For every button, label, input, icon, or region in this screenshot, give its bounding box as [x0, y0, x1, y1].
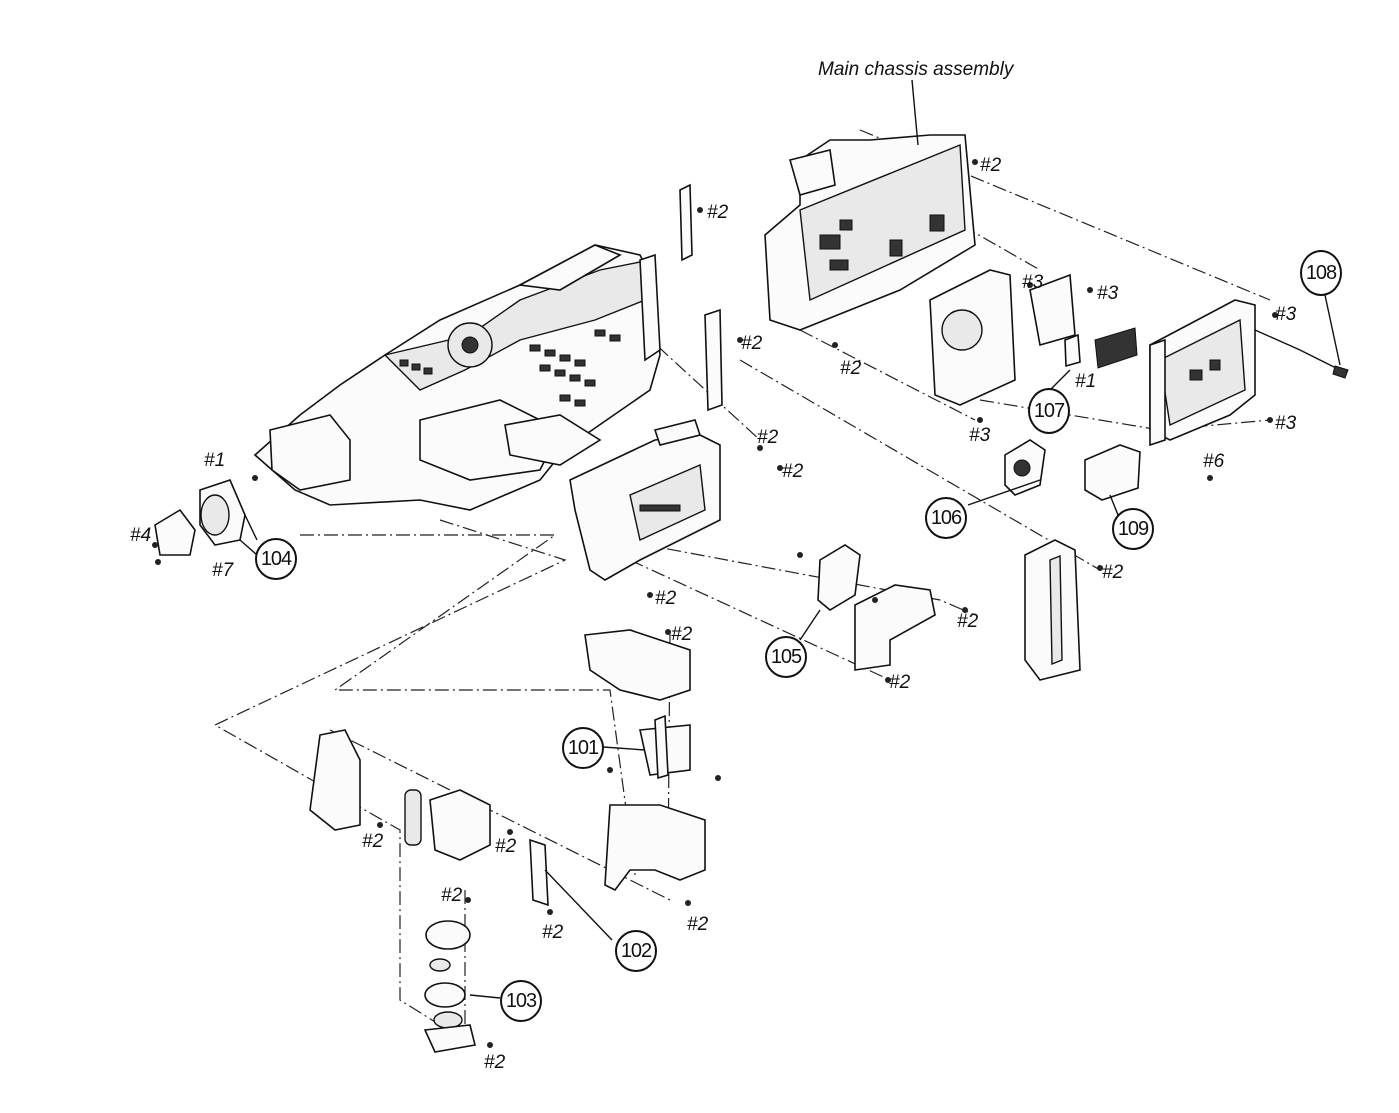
screw-label: #2 [687, 914, 709, 935]
screw-label: #2 [671, 624, 693, 645]
side-column-drawing [1024, 539, 1081, 681]
callout-107: 107 [1028, 388, 1070, 434]
screw-label: #2 [707, 202, 729, 223]
part-105-drawing [817, 544, 936, 671]
callout-101: 101 [562, 727, 604, 769]
screw-label: #3 [969, 425, 991, 446]
bracket-bar [679, 183, 693, 262]
cabinet-base [253, 244, 661, 511]
screw-label: #3 [1275, 413, 1297, 434]
screw-label: #2 [840, 358, 862, 379]
screw-label: #3 [1022, 272, 1044, 293]
callout-108: 108 [1300, 250, 1342, 296]
part-104-drawing [154, 479, 258, 556]
callout-105: 105 [765, 636, 807, 678]
main-chassis-drawing [704, 134, 976, 412]
screws [152, 159, 1278, 1048]
screw-label: #3 [1097, 283, 1119, 304]
screw-label: #2 [655, 588, 677, 609]
leader-lines [239, 79, 1341, 999]
part-103-drawing [423, 920, 476, 1053]
screw-label: #2 [782, 461, 804, 482]
shield-housing-drawing [929, 269, 1138, 406]
screw-label: #1 [204, 450, 226, 471]
screw-label: #2 [441, 885, 463, 906]
front-frame-drawing [569, 419, 721, 581]
callout-102: 102 [615, 930, 657, 972]
screw-label: #2 [957, 611, 979, 632]
screw-label: #2 [757, 427, 779, 448]
screw-label: #2 [542, 922, 564, 943]
part-109-drawing [1084, 444, 1141, 501]
right-board-drawing [1149, 299, 1349, 447]
screw-label: #1 [1075, 371, 1097, 392]
callout-109: 109 [1112, 508, 1154, 550]
part-106-drawing [1004, 439, 1046, 496]
screw-label: #2 [889, 672, 911, 693]
screw-label: #2 [484, 1052, 506, 1073]
screw-label: #6 [1203, 451, 1225, 472]
main-chassis-assembly-title: Main chassis assembly [818, 59, 1014, 80]
callout-106: 106 [925, 497, 967, 539]
screw-label: #4 [130, 525, 152, 546]
lower-left-parts-drawing [309, 729, 549, 907]
screw-label: #3 [1275, 304, 1297, 325]
screw-label: #7 [212, 560, 234, 581]
screw-label: #2 [362, 831, 384, 852]
callout-103: 103 [500, 980, 542, 1022]
part-101-drawing [584, 629, 706, 892]
screw-label: #2 [1102, 562, 1124, 583]
screw-label: #2 [980, 155, 1002, 176]
screw-label: #2 [495, 836, 517, 857]
callout-104: 104 [255, 538, 297, 580]
screw-label: #2 [741, 333, 763, 354]
